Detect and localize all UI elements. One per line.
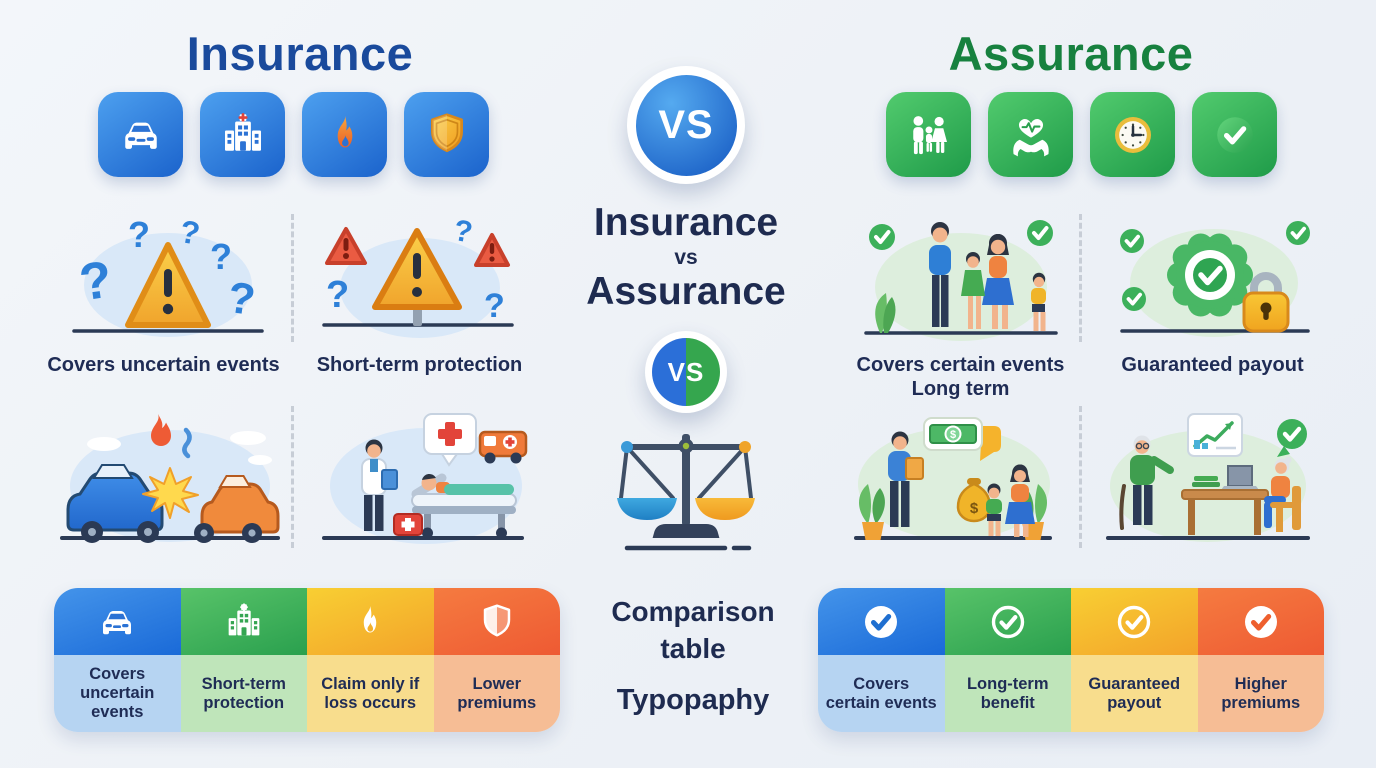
guaranteed-payout-illustration [1102,203,1320,351]
balance-scale-icon [617,434,755,551]
question-mark-glyph: ? [128,214,150,255]
table-column: Covers uncertain events [54,588,181,732]
family-icon-tile [886,92,971,177]
car-icon-tile [98,92,183,177]
table-cell-label: Long-term benefit [944,655,1071,732]
heart-hands-icon [1012,118,1049,156]
panel-divider [291,214,294,342]
uncertain-events-illustration: ? ? ? ? ? [62,203,274,351]
heart-hands-icon-tile [988,92,1073,177]
check-circle-icon [991,605,1024,638]
balance-scale-illustration [613,424,759,556]
table-column-icon-area [1197,588,1324,655]
table-column: Higher premiums [1197,588,1324,732]
table-column-icon-area [1071,588,1198,655]
clock-icon [1114,116,1151,153]
bottom-heading-line3: Typopaphy [616,683,770,716]
dollar-glyph: $ [950,429,956,441]
insurance-icon-row [98,92,489,177]
table-cell-label: Covers uncertain events [54,655,181,732]
check-icon-tile [1192,92,1277,177]
panel-divider [291,406,294,548]
check-circle-icon [1244,605,1277,638]
hospital-icon [228,602,260,635]
panel-divider [1079,214,1082,342]
shield-icon-tile [404,92,489,177]
fire-icon [337,114,352,147]
center-heading-line2: vs [674,245,698,269]
assurance-comparison-table: Covers certain events Long-term benefit … [818,588,1324,732]
insurance-comparison-table: Covers uncertain events Short-t [54,588,560,732]
table-cell-label: Guaranteed payout [1071,655,1198,732]
caption-covers-uncertain-events: Covers uncertain events [47,354,280,376]
check-circle-icon [865,605,898,638]
table-column: Claim only if loss occurs [307,588,434,732]
shield-icon [483,603,510,636]
center-heading: Insurance vs Assurance [521,201,851,313]
caption-line: Long term [911,378,1010,400]
car-crash-illustration [52,398,288,556]
check-circle-icon [1118,605,1151,638]
table-column: Short-term protection [180,588,307,732]
caption-line: Covers certain events [856,354,1065,376]
panel-divider [1079,406,1082,548]
insurance-title: Insurance [186,27,414,80]
question-mark-glyph: ? [451,214,475,250]
caption-guaranteed-payout: Guaranteed payout [1121,354,1304,376]
family-certain-events-illustration [852,203,1070,351]
table-column-icon-area [180,588,307,655]
table-column-icon-area [54,588,181,655]
hospital-icon [224,112,261,151]
car-icon [103,610,132,634]
bottom-heading-line2: table [660,632,726,664]
question-mark-glyph: ? [326,274,349,316]
table-cell-label: Short-term protection [180,655,307,732]
fire-icon [364,604,377,633]
question-mark-glyph: ? [484,287,505,325]
family-icon [912,115,947,154]
medical-care-illustration [312,398,534,556]
table-column: Guaranteed payout [1071,588,1198,732]
hospital-icon-tile [200,92,285,177]
bottom-heading-line1: Comparison [611,596,775,627]
table-column: Covers certain events [818,588,945,732]
table-cell-label: Higher premiums [1197,655,1324,732]
assurance-title: Assurance [948,27,1194,80]
vs-badge-top-label: VS [658,102,714,147]
car-icon [124,122,157,149]
short-term-illustration: ? ? ? [308,203,526,351]
question-mark-glyph: ? [210,236,232,277]
table-column: Lower premiums [433,588,560,732]
bottom-heading: Comparison table Typopaphy [558,594,828,719]
table-cell-label: Lower premiums [433,655,560,732]
caption-covers-certain-events: Covers certain events Long term [838,353,1083,401]
center-heading-line3: Assurance [586,269,786,313]
vs-badge-mid: VS [645,331,727,413]
table-column: Long-term benefit [944,588,1071,732]
center-heading-line1: Insurance [593,201,779,244]
check-icon [1216,116,1253,153]
question-mark-glyph: ? [225,273,258,325]
payout-family-illustration: $ $ [842,398,1064,556]
retirement-consultation-illustration [1096,398,1320,556]
caption-short-term-protection: Short-term protection [316,354,523,376]
table-cell-label: Claim only if loss occurs [307,655,434,732]
table-column-icon-area [818,588,945,655]
dollar-glyph: $ [970,500,979,517]
vs-badge-top: VS [627,66,745,184]
fire-icon-tile [302,92,387,177]
vs-badge-mid-label: VS [667,356,705,387]
table-column-icon-area [307,588,434,655]
clock-icon-tile [1090,92,1175,177]
shield-icon [430,112,463,152]
table-column-icon-area [433,588,560,655]
assurance-icon-row [886,92,1277,177]
table-column-icon-area [944,588,1071,655]
table-cell-label: Covers certain events [818,655,945,732]
